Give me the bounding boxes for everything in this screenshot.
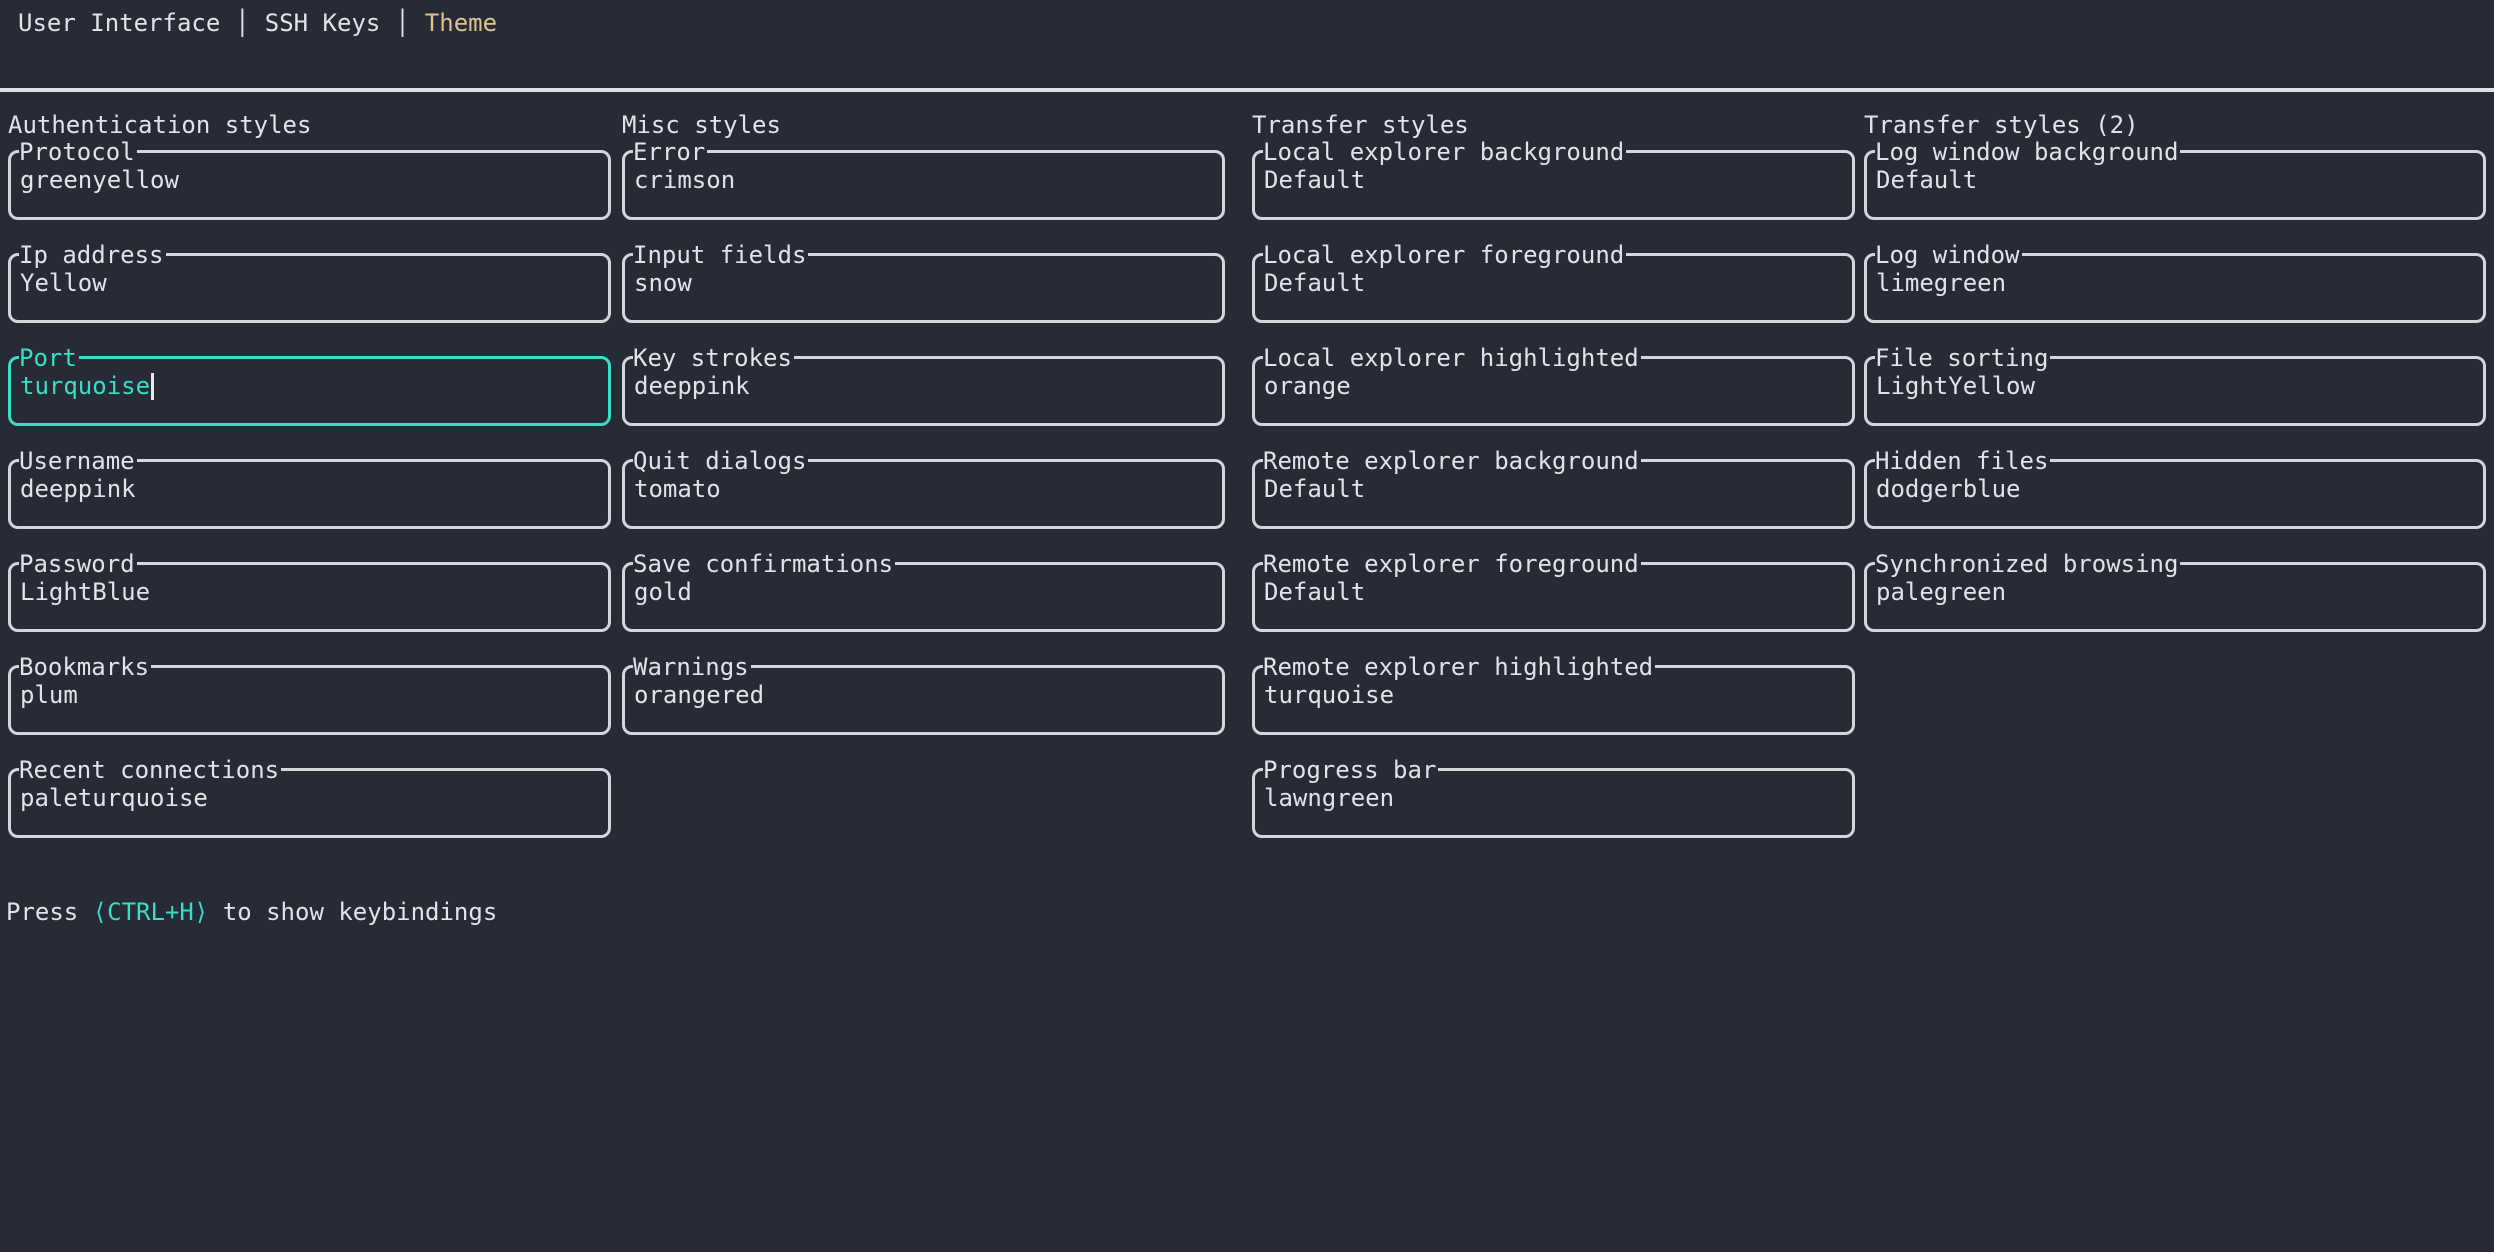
field-label: Log window: [1875, 241, 2022, 269]
tab-separator: │: [395, 9, 410, 37]
field-label: Local explorer foreground: [1263, 241, 1627, 269]
field-local-explorer-highlighted[interactable]: Local explorer highlighted orange: [1252, 345, 1855, 426]
field-value: Default: [1876, 166, 1978, 194]
field-label: Input fields: [633, 241, 809, 269]
field-label: Key strokes: [633, 344, 794, 372]
section-title: Misc styles: [622, 111, 781, 139]
field-value: lawngreen: [1264, 784, 1395, 812]
field-warnings[interactable]: Warnings orangered: [622, 654, 1225, 735]
field-value: plum: [20, 681, 78, 709]
field-error[interactable]: Error crimson: [622, 139, 1225, 220]
field-local-explorer-foreground[interactable]: Local explorer foreground Default: [1252, 242, 1855, 323]
theme-form: Authentication styles Protocol greenyell…: [0, 92, 2494, 871]
field-log-window[interactable]: Log window limegreen: [1864, 242, 2486, 323]
field-recent-connections[interactable]: Recent connections paleturquoise: [8, 757, 611, 838]
field-value: Default: [1264, 166, 1366, 194]
tab-ssh-keys[interactable]: SSH Keys: [264, 9, 381, 37]
field-label: Remote explorer foreground: [1263, 550, 1641, 578]
field-label: Error: [633, 138, 708, 166]
field-protocol[interactable]: Protocol greenyellow: [8, 139, 611, 220]
hint-prefix: Press: [6, 898, 93, 926]
field-value: gold: [634, 578, 692, 606]
field-local-explorer-background[interactable]: Local explorer background Default: [1252, 139, 1855, 220]
field-label: Save confirmations: [633, 550, 896, 578]
field-label: File sorting: [1875, 344, 2051, 372]
field-value: paleturquoise: [20, 784, 208, 812]
section-title: Transfer styles: [1252, 111, 1469, 139]
field-value: limegreen: [1876, 269, 2007, 297]
section-authentication-styles: Authentication styles Protocol greenyell…: [8, 112, 611, 871]
section-transfer-styles: Transfer styles Local explorer backgroun…: [1252, 112, 1855, 871]
text-cursor: [151, 373, 155, 400]
field-value: LightYellow: [1876, 372, 2035, 400]
section-title: Transfer styles (2): [1864, 111, 2139, 139]
field-value: crimson: [634, 166, 736, 194]
field-username[interactable]: Username deeppink: [8, 448, 611, 529]
field-label: Warnings: [633, 653, 751, 681]
field-label: Ip address: [19, 241, 166, 269]
field-label: Protocol: [19, 138, 137, 166]
field-bookmarks[interactable]: Bookmarks plum: [8, 654, 611, 735]
field-value: deeppink: [20, 475, 136, 503]
field-value: tomato: [634, 475, 721, 503]
field-save-confirmations[interactable]: Save confirmations gold: [622, 551, 1225, 632]
hint-suffix: to show keybindings: [208, 898, 498, 926]
section-title: Authentication styles: [8, 111, 312, 139]
field-hidden-files[interactable]: Hidden files dodgerblue: [1864, 448, 2486, 529]
field-value: palegreen: [1876, 578, 2007, 606]
field-value: Default: [1264, 269, 1366, 297]
field-synchronized-browsing[interactable]: Synchronized browsing palegreen: [1864, 551, 2486, 632]
field-label: Username: [19, 447, 137, 475]
field-file-sorting[interactable]: File sorting LightYellow: [1864, 345, 2486, 426]
keybindings-hint: Press ⟨CTRL+H⟩ to show keybindings: [6, 899, 2494, 926]
field-label: Quit dialogs: [633, 447, 809, 475]
field-value: dodgerblue: [1876, 475, 2021, 503]
keybinding-key: ⟨CTRL+H⟩: [92, 898, 209, 926]
field-label: Hidden files: [1875, 447, 2051, 475]
field-key-strokes[interactable]: Key strokes deeppink: [622, 345, 1225, 426]
tab-separator: │: [235, 9, 250, 37]
field-value: orange: [1264, 372, 1351, 400]
field-value: LightBlue: [20, 578, 151, 606]
field-quit-dialogs[interactable]: Quit dialogs tomato: [622, 448, 1225, 529]
field-log-window-background[interactable]: Log window background Default: [1864, 139, 2486, 220]
field-label: Log window background: [1875, 138, 2181, 166]
field-value: greenyellow: [20, 166, 179, 194]
tab-theme[interactable]: Theme: [424, 9, 498, 37]
field-label: Port: [19, 344, 79, 372]
field-value: turquoise: [20, 372, 151, 400]
field-remote-explorer-background[interactable]: Remote explorer background Default: [1252, 448, 1855, 529]
field-remote-explorer-highlighted[interactable]: Remote explorer highlighted turquoise: [1252, 654, 1855, 735]
field-password[interactable]: Password LightBlue: [8, 551, 611, 632]
field-ip-address[interactable]: Ip address Yellow: [8, 242, 611, 323]
field-label: Progress bar: [1263, 756, 1439, 784]
field-value: Default: [1264, 578, 1366, 606]
divider: [0, 88, 2494, 92]
field-port[interactable]: Port turquoise: [8, 345, 611, 426]
tab-bar: User Interface │ SSH Keys │ Theme: [0, 0, 2494, 88]
field-value: orangered: [634, 681, 765, 709]
field-label: Bookmarks: [19, 653, 152, 681]
field-value: Default: [1264, 475, 1366, 503]
field-value: turquoise: [1264, 681, 1395, 709]
field-input-fields[interactable]: Input fields snow: [622, 242, 1225, 323]
section-transfer-styles-2: Transfer styles (2) Log window backgroun…: [1864, 112, 2486, 665]
field-value: snow: [634, 269, 692, 297]
field-label: Recent connections: [19, 756, 282, 784]
field-remote-explorer-foreground[interactable]: Remote explorer foreground Default: [1252, 551, 1855, 632]
tab-user-interface[interactable]: User Interface: [18, 9, 221, 37]
field-progress-bar[interactable]: Progress bar lawngreen: [1252, 757, 1855, 838]
field-label: Password: [19, 550, 137, 578]
section-misc-styles: Misc styles Error crimson Input fields s…: [622, 112, 1225, 768]
field-value: deeppink: [634, 372, 750, 400]
field-label: Remote explorer highlighted: [1263, 653, 1656, 681]
field-value: Yellow: [20, 269, 107, 297]
field-label: Local explorer highlighted: [1263, 344, 1641, 372]
field-label: Remote explorer background: [1263, 447, 1641, 475]
field-label: Local explorer background: [1263, 138, 1627, 166]
field-label: Synchronized browsing: [1875, 550, 2181, 578]
